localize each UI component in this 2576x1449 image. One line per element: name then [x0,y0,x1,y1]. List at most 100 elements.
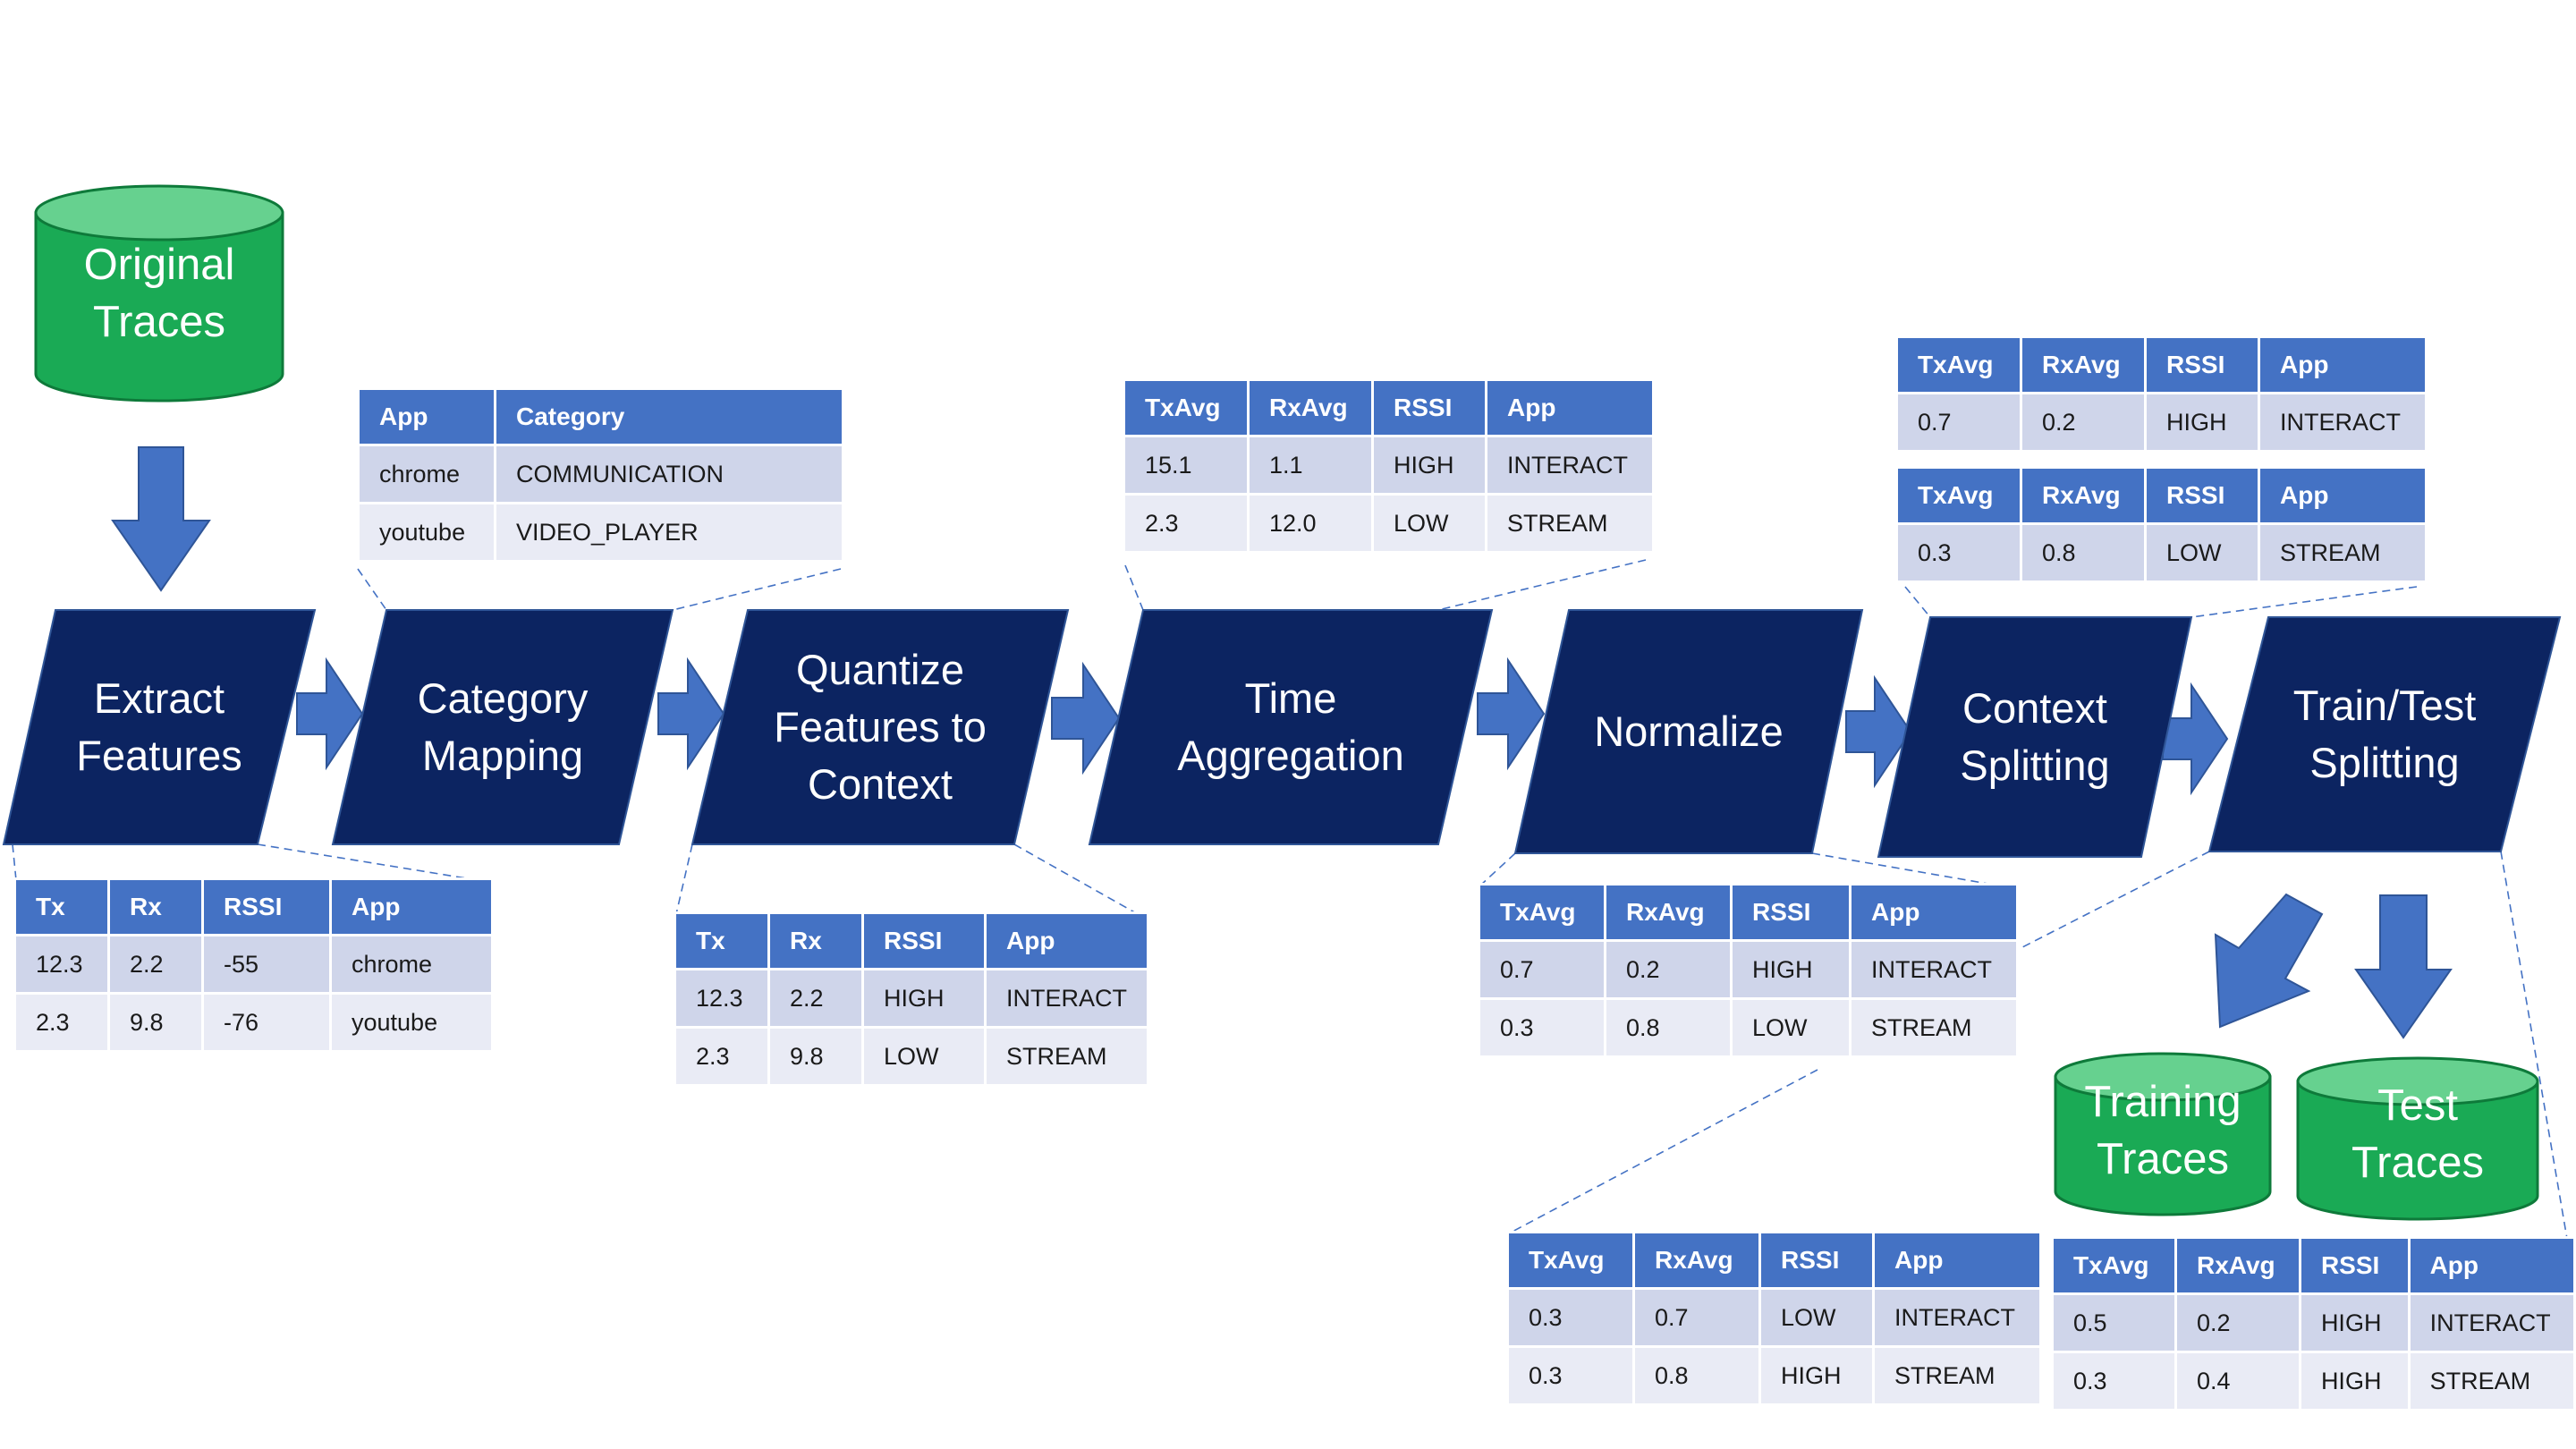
table-cell: LOW [1733,1000,1849,1055]
table-cell: 0.4 [2176,1353,2299,1409]
database-label: Traces [2351,1139,2484,1187]
step-label: Context [808,760,953,808]
flow-arrow [1051,661,1121,775]
table-cell: INTERACT [987,970,1147,1026]
table-cell: 15.1 [1125,437,1247,493]
table-cell: 12.3 [676,970,767,1026]
table-cell: LOW [864,1029,984,1084]
column-header: RxAvg [1635,1233,1758,1287]
table-cell: 9.8 [770,1029,861,1084]
table-cell: 0.8 [1606,1000,1730,1055]
table-cell: STREAM [2410,1353,2573,1409]
connector-line [12,843,17,881]
table-cell: 0.3 [1898,525,2020,580]
table-cell: 2.2 [110,936,201,992]
table-cell: HIGH [1374,437,1485,493]
cylinder-top [34,184,284,242]
step-label: Mapping [422,732,583,779]
column-header: Rx [110,880,201,934]
table-cell: 0.3 [1509,1290,1632,1345]
column-header: TxAvg [1898,469,2020,522]
column-header: Tx [676,914,767,968]
table-cell: HIGH [1761,1348,1872,1403]
table-cell: VIDEO_PLAYER [496,504,842,560]
step-label: Features [76,732,242,779]
table-cell: 0.7 [1635,1290,1758,1345]
cylinder-body [2054,1075,2272,1216]
step-label: Quantize [796,646,964,693]
table-cell: 0.3 [1509,1348,1632,1403]
column-header: TxAvg [2054,1239,2174,1292]
column-header: RxAvg [2176,1239,2299,1292]
column-header: App [2410,1239,2573,1292]
table-cell: LOW [1761,1290,1872,1345]
step-label: Train/Test [2293,682,2477,729]
connector-line [357,568,387,611]
cylinder-body [34,211,284,402]
table-cell: HIGH [2147,394,2258,450]
connector-line [1013,843,1139,915]
table-cell: STREAM [2260,525,2425,580]
table-cell: -55 [204,936,329,992]
column-header: RSSI [2301,1239,2408,1292]
table-cell: 2.3 [1125,496,1247,551]
table-cell: chrome [360,446,494,502]
column-header: App [2260,469,2425,522]
table-cell: 0.2 [1606,942,1730,997]
table-cell: HIGH [2301,1353,2408,1409]
flow-arrow [1845,674,1912,789]
connector-line [672,568,842,611]
column-header: App [1852,886,2016,939]
table-cell: 12.3 [16,936,107,992]
table-cell: youtube [360,504,494,560]
table-cell: 1.1 [1250,437,1371,493]
connector-line [2190,586,2418,618]
flow-arrow [2214,893,2324,1029]
table-cell: INTERACT [1852,942,2016,997]
column-header: RSSI [2147,469,2258,522]
database-label: Traces [2097,1135,2229,1183]
table-cell: INTERACT [2410,1295,2573,1351]
table-cell: LOW [2147,525,2258,580]
column-header: RSSI [1733,886,1849,939]
table-cell: 2.3 [676,1029,767,1084]
table-cell: -76 [204,995,329,1050]
table-cell: STREAM [987,1029,1147,1084]
table-cell: 0.3 [1480,1000,1604,1055]
flow-arrows [111,446,2453,1039]
table-cell: 12.0 [1250,496,1371,551]
column-header: RSSI [204,880,329,934]
database-label: Test [2377,1081,2458,1130]
table-cell: STREAM [1852,1000,2016,1055]
table-cell: 0.2 [2176,1295,2299,1351]
table-cell: 2.2 [770,970,861,1026]
connector-line [675,843,693,915]
connector-line [2500,851,2568,1240]
column-header: App [987,914,1147,968]
